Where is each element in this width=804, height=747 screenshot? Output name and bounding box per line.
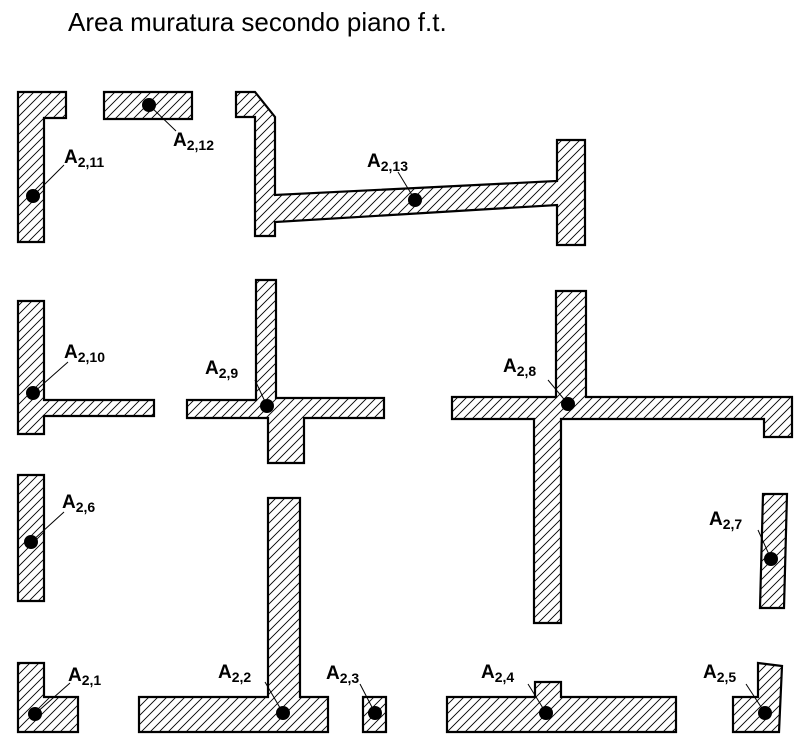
wall-label: A2,3: [326, 663, 359, 686]
leader-line: [32, 361, 69, 394]
wall-shape: [731, 661, 784, 734]
wall-a2-4: A2,4: [445, 662, 678, 734]
wall-a2-13: A2,13: [234, 90, 587, 247]
wall-shape: [185, 278, 386, 465]
wall-a2-5: A2,5: [703, 661, 784, 734]
centroid-dot: [26, 386, 40, 400]
wall-label: A2,2: [218, 662, 251, 685]
centroid-dot: [408, 193, 422, 207]
wall-label: A2,1: [68, 665, 101, 688]
leader-line: [30, 511, 65, 543]
wall-a2-7: A2,7: [709, 492, 789, 610]
wall-a2-3: A2,3: [326, 663, 388, 734]
wall-label: A2,9: [205, 358, 238, 381]
wall-shape: [137, 496, 330, 734]
wall-a2-2: A2,2: [137, 496, 330, 734]
leader-line: [32, 164, 65, 197]
centroid-dot: [260, 399, 274, 413]
wall-a2-6: A2,6: [16, 473, 95, 603]
wall-label: A2,12: [173, 130, 214, 153]
wall-shape: [16, 90, 68, 244]
leader-line: [34, 682, 71, 715]
centroid-dot: [758, 706, 772, 720]
wall-label: A2,5: [703, 662, 736, 685]
centroid-dot: [764, 552, 778, 566]
centroid-dot: [24, 535, 38, 549]
wall-shape: [450, 289, 794, 625]
wall-a2-8: A2,8: [450, 289, 794, 625]
wall-label: A2,10: [64, 342, 105, 365]
wall-label: A2,11: [64, 147, 104, 170]
wall-label: A2,7: [709, 509, 742, 532]
wall-a2-10: A2,10: [16, 299, 156, 436]
centroid-dot: [539, 706, 553, 720]
wall-label: A2,13: [367, 151, 408, 174]
centroid-dot: [276, 706, 290, 720]
centroid-dot: [368, 706, 382, 720]
wall-shape: [16, 299, 156, 436]
centroid-dot: [142, 98, 156, 112]
wall-a2-1: A2,1: [16, 661, 101, 734]
diagram-title: Area muratura secondo piano f.t.: [68, 7, 447, 37]
wall-label: A2,6: [62, 492, 95, 515]
centroid-dot: [26, 189, 40, 203]
centroid-dot: [28, 707, 42, 721]
wall-a2-9: A2,9: [185, 278, 386, 465]
wall-a2-11: A2,11: [16, 90, 104, 244]
wall-shape: [445, 680, 678, 734]
wall-label: A2,4: [481, 662, 514, 685]
wall-shape: [758, 492, 789, 610]
centroid-dot: [561, 397, 575, 411]
wall-a2-12: A2,12: [102, 90, 214, 153]
wall-label: A2,8: [503, 356, 536, 379]
wall-shape: [234, 90, 587, 247]
